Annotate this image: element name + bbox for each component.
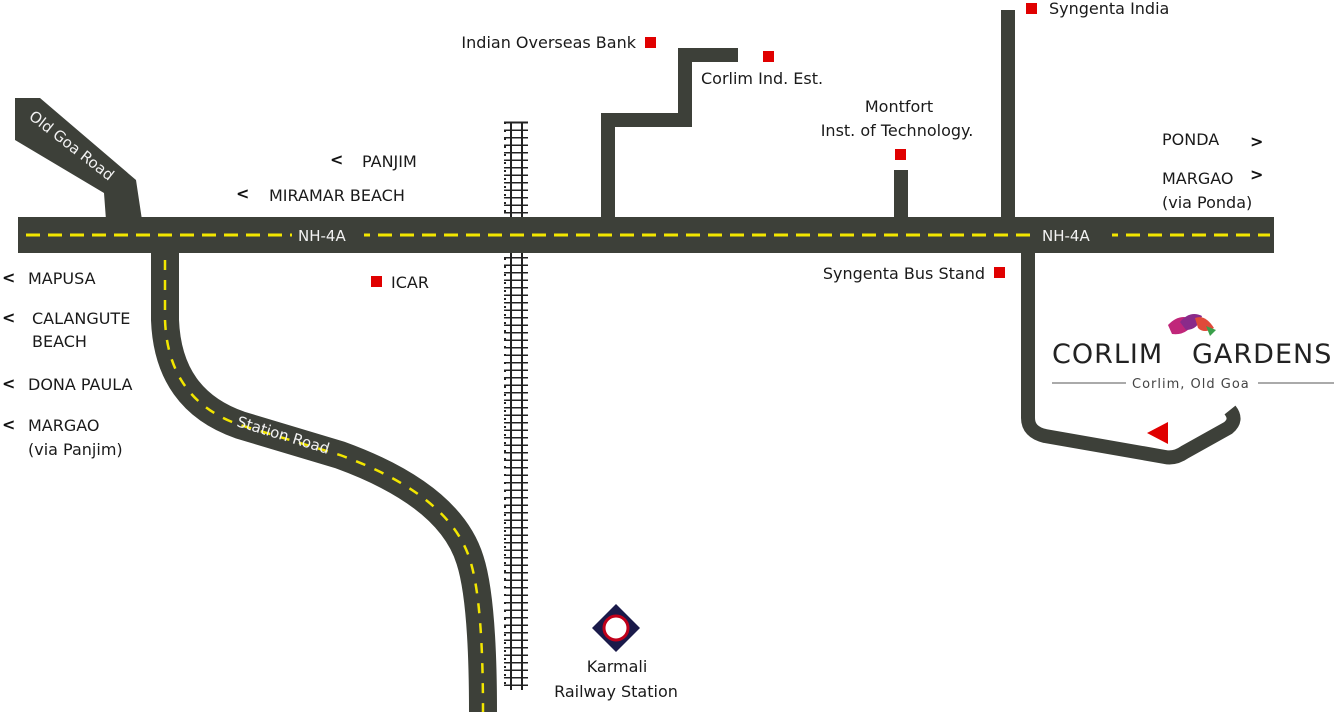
svg-text:<: <	[236, 184, 249, 203]
landmark-indian-overseas-bank: Indian Overseas Bank	[461, 33, 656, 52]
marker-icon	[895, 149, 906, 160]
svg-text:GARDENS: GARDENS	[1192, 339, 1332, 370]
leaf-logo-icon	[1168, 314, 1216, 336]
old-goa-road	[15, 98, 142, 220]
svg-text:(via Ponda): (via Ponda)	[1162, 193, 1252, 212]
railway-track	[504, 121, 528, 690]
svg-text:PANJIM: PANJIM	[362, 152, 417, 171]
svg-text:Syngenta India: Syngenta India	[1049, 0, 1169, 18]
svg-text:CALANGUTE: CALANGUTE	[32, 309, 130, 328]
svg-text:Corlim Ind. Est.: Corlim Ind. Est.	[701, 69, 823, 88]
marker-icon	[763, 51, 774, 62]
landmark-corlim-ind-est: Corlim Ind. Est.	[701, 51, 823, 88]
svg-text:<: <	[2, 308, 15, 327]
svg-text:ICAR: ICAR	[391, 273, 429, 292]
svg-text:Karmali: Karmali	[587, 657, 648, 676]
landmark-syngenta-india: Syngenta India	[1026, 0, 1169, 18]
direction-miramar: < MIRAMAR BEACH	[236, 184, 405, 205]
svg-text:PONDA: PONDA	[1162, 130, 1219, 149]
svg-text:>: >	[1250, 132, 1263, 151]
svg-text:Corlim, Old Goa: Corlim, Old Goa	[1132, 377, 1250, 392]
svg-text:MIRAMAR BEACH: MIRAMAR BEACH	[269, 186, 405, 205]
direction-dona-paula: < DONA PAULA	[2, 374, 132, 394]
svg-text:Indian Overseas Bank: Indian Overseas Bank	[461, 33, 636, 52]
direction-panjim: < PANJIM	[330, 150, 417, 171]
marker-icon	[1026, 3, 1037, 14]
landmark-icar: ICAR	[371, 273, 429, 292]
karmali-railway-station: Karmali Railway Station	[554, 604, 678, 701]
svg-text:Montfort: Montfort	[865, 97, 933, 116]
direction-mapusa: < MAPUSA	[2, 268, 96, 288]
svg-text:MARGAO: MARGAO	[1162, 169, 1234, 188]
svg-text:BEACH: BEACH	[32, 332, 87, 351]
svg-text:Syngenta Bus Stand: Syngenta Bus Stand	[823, 264, 985, 283]
svg-text:Inst. of Technology.: Inst. of Technology.	[821, 121, 974, 140]
svg-text:<: <	[330, 150, 343, 169]
corlim-gardens-logo: CORLIM GARDENS Corlim, Old Goa	[1052, 314, 1334, 392]
corlim-ind-est-road	[601, 48, 738, 217]
marker-icon	[371, 276, 382, 287]
station-road-lane	[163, 260, 485, 712]
svg-text:CORLIM: CORLIM	[1052, 339, 1163, 370]
svg-text:(via Panjim): (via Panjim)	[28, 440, 123, 459]
landmark-syngenta-bus-stand: Syngenta Bus Stand	[823, 264, 1005, 283]
destination-marker-icon	[1147, 422, 1168, 444]
svg-text:>: >	[1250, 165, 1263, 184]
marker-icon	[994, 267, 1005, 278]
svg-text:MARGAO: MARGAO	[28, 416, 100, 435]
direction-margao-panjim: < MARGAO (via Panjim)	[2, 415, 123, 459]
svg-text:DONA PAULA: DONA PAULA	[28, 375, 132, 394]
station-road	[151, 245, 497, 712]
direction-calangute: < CALANGUTE BEACH	[2, 308, 130, 351]
corlim-gardens-road	[1021, 250, 1241, 465]
highway-label-right: NH-4A	[1042, 227, 1090, 245]
marker-icon	[645, 37, 656, 48]
svg-text:<: <	[2, 374, 15, 393]
direction-margao-ponda: MARGAO > (via Ponda)	[1162, 165, 1263, 212]
highway-label: NH-4A	[298, 227, 346, 245]
svg-text:<: <	[2, 268, 15, 287]
svg-text:MAPUSA: MAPUSA	[28, 269, 96, 288]
direction-ponda: PONDA >	[1162, 130, 1263, 151]
svg-text:<: <	[2, 415, 15, 434]
svg-text:Railway Station: Railway Station	[554, 682, 678, 701]
